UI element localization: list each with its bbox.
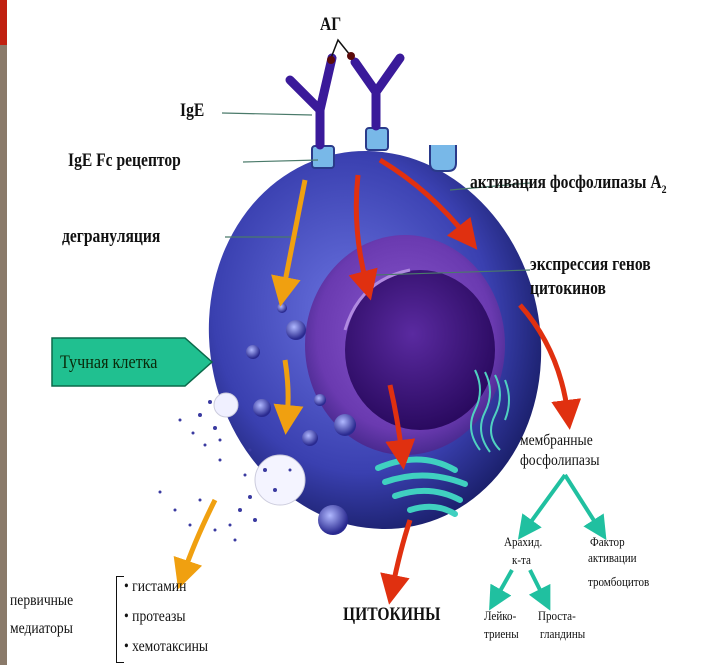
- orange-arrow-to-mediators: [183, 500, 215, 575]
- leukotrienes-line1: Лейко-: [484, 608, 516, 624]
- granule: [334, 414, 356, 436]
- ige-antibody-left: [290, 58, 332, 145]
- ige-label: IgE: [180, 100, 204, 122]
- paf-line2: активации: [588, 550, 637, 566]
- prostaglandins-line1: Проста-: [538, 608, 576, 624]
- mediator-item: • гистамин: [124, 578, 186, 596]
- antigen-label: АГ: [320, 14, 341, 36]
- released-granule: [255, 455, 305, 505]
- receptor-left: [312, 146, 334, 168]
- paf-line1: Фактор: [590, 534, 625, 550]
- teal-arrow-to-arachidonic: [525, 475, 565, 530]
- cytokines-label: ЦИТОКИНЫ: [343, 604, 440, 626]
- teal-arrow-to-leukotrienes: [495, 570, 512, 600]
- arachidonic-line1: Арахид.: [504, 534, 542, 550]
- granule: [318, 505, 348, 535]
- released-granule: [214, 393, 238, 417]
- receptor-right: [430, 145, 456, 171]
- ige-pointer: [222, 113, 312, 115]
- arachidonic-line2: к-та: [512, 552, 531, 568]
- prostaglandins-line2: гландины: [540, 626, 585, 642]
- nucleus: [345, 270, 495, 430]
- membrane-phospholipids-line1: мембранные: [520, 432, 593, 450]
- gene-expression-label-line2: цитокинов: [530, 278, 606, 300]
- granule: [314, 394, 326, 406]
- receptor-center: [366, 128, 388, 150]
- mediator-item: • хемотаксины: [124, 638, 208, 656]
- gene-expression-label-line1: экспрессия генов: [530, 254, 651, 276]
- teal-arrow-to-prostaglandins: [530, 570, 545, 600]
- teal-arrow-to-paf: [565, 475, 600, 530]
- ige-receptor-label: IgE Fc рецептор: [68, 150, 181, 172]
- phospholipase-activation-label: активация фосфолипазы A2: [470, 172, 667, 197]
- paf-line3: тромбоцитов: [588, 574, 649, 590]
- granule: [286, 320, 306, 340]
- ige-antibody-right: [355, 58, 400, 126]
- mediators-bracket: [116, 576, 124, 663]
- mediator-item: • протеазы: [124, 608, 186, 626]
- receptor-pointer: [243, 160, 318, 162]
- granule: [302, 430, 318, 446]
- degranulation-label: дегрануляция: [62, 226, 160, 248]
- primary-mediators-line2: медиаторы: [10, 620, 73, 638]
- granule: [277, 303, 287, 313]
- red-arrow-golgi-to-cytokines: [392, 520, 410, 590]
- primary-mediators-line1: первичные: [10, 592, 73, 610]
- membrane-phospholipids-line2: фосфолипазы: [520, 452, 599, 470]
- granule: [253, 399, 271, 417]
- mast-cell-label: Тучная клетка: [60, 352, 157, 374]
- leukotrienes-line2: триены: [484, 626, 519, 642]
- granule: [246, 345, 260, 359]
